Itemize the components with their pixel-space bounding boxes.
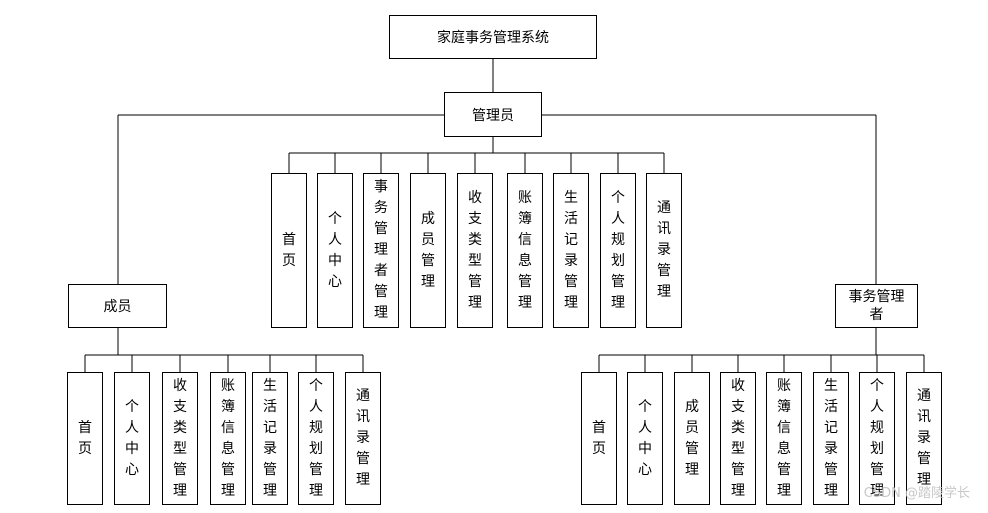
- root-node: 家庭事务管理系统: [389, 15, 597, 59]
- manager-node: 事务管理者: [835, 284, 918, 328]
- admin-item-contacts-mgmt: 通讯录管理: [646, 173, 682, 328]
- manager-item-life-record-mgmt: 生活记录管理: [813, 372, 849, 505]
- admin-item-ledger-mgmt: 账簿信息管理: [507, 173, 543, 328]
- manager-item-contacts-mgmt: 通讯录管理: [906, 372, 942, 505]
- member-node: 成员: [68, 284, 167, 328]
- admin-item-income-type-mgmt: 收支类型管理: [457, 173, 493, 328]
- admin-item-personal-plan-mgmt: 个人规划管理: [600, 173, 636, 328]
- member-item-income-type-mgmt: 收支类型管理: [162, 372, 198, 505]
- manager-item-home: 首页: [581, 372, 617, 505]
- member-item-home: 首页: [67, 372, 103, 505]
- admin-item-manager-mgmt: 事务管理者管理: [363, 173, 399, 328]
- manager-item-personal-plan-mgmt: 个人规划管理: [859, 372, 895, 505]
- manager-item-profile: 个人中心: [627, 372, 663, 505]
- admin-item-life-record-mgmt: 生活记录管理: [553, 173, 589, 328]
- admin-node: 管理员: [444, 92, 542, 137]
- member-item-personal-plan-mgmt: 个人规划管理: [298, 372, 334, 505]
- admin-item-member-mgmt: 成员管理: [410, 173, 446, 328]
- admin-item-profile: 个人中心: [317, 173, 353, 328]
- member-item-contacts-mgmt: 通讯录管理: [345, 372, 381, 505]
- admin-item-home: 首页: [271, 173, 307, 328]
- watermark: CSDN @踏陵学长: [863, 486, 970, 501]
- member-item-ledger-mgmt: 账簿信息管理: [210, 372, 246, 505]
- manager-item-income-type-mgmt: 收支类型管理: [720, 372, 756, 505]
- manager-item-ledger-mgmt: 账簿信息管理: [766, 372, 802, 505]
- manager-item-member-mgmt: 成员管理: [674, 372, 710, 505]
- member-item-life-record-mgmt: 生活记录管理: [252, 372, 288, 505]
- member-item-profile: 个人中心: [114, 372, 150, 505]
